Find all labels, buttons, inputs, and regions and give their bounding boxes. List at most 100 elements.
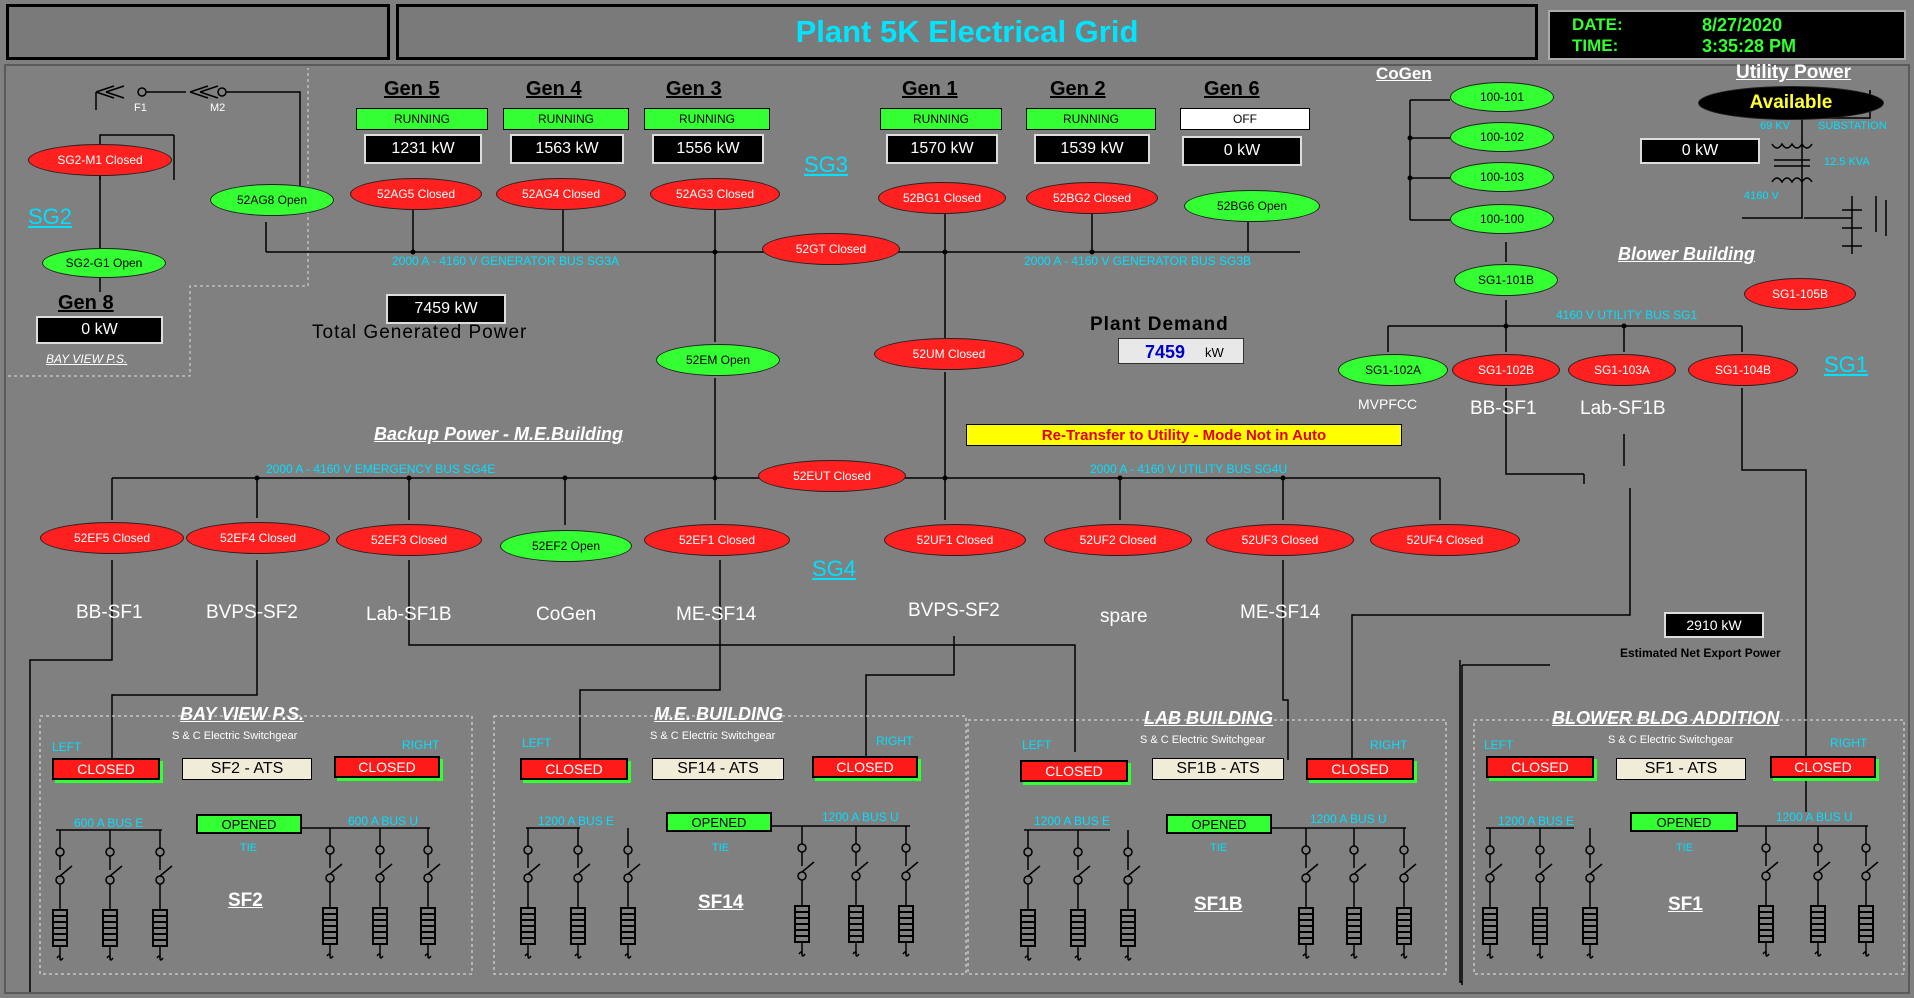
feeder-contact [523, 873, 533, 883]
sf1-title: BLOWER BLDG ADDITION [1552, 708, 1780, 728]
breaker-52bg1[interactable]: 52BG1 Closed [878, 182, 1006, 214]
sf14-bus-u: 1200 A BUS U [822, 810, 899, 824]
sf2-maker: S & C Electric Switchgear [172, 730, 298, 742]
breaker-52ag8[interactable]: 52AG8 Open [210, 184, 334, 216]
breaker-52em[interactable]: 52EM Open [656, 344, 780, 376]
load-icon [1302, 953, 1310, 959]
breaker-52uf2[interactable]: 52UF2 Closed [1044, 524, 1192, 556]
plant-demand-value: 7459 [1145, 342, 1186, 362]
gen6-status: OFF [1180, 108, 1310, 130]
load-icon [376, 953, 384, 959]
load-icon [1486, 953, 1494, 959]
sf1-left-label: LEFT [1484, 738, 1514, 752]
breaker-sg2-m1[interactable]: SG2-M1 Closed [28, 144, 172, 176]
load-icon [1862, 951, 1870, 957]
breaker-52ef2[interactable]: 52EF2 Open [500, 530, 632, 562]
sf1-ats[interactable]: SF1 - ATS [1616, 758, 1746, 780]
feeder-switch [1077, 865, 1091, 877]
feeder-load-bvps-sf2: BVPS-SF2 [206, 602, 298, 623]
bus-sg1-label: 4160 V UTILITY BUS SG1 [1556, 308, 1698, 322]
export-kw-display: 2910 kW [1664, 612, 1764, 638]
plant-demand-label: Plant Demand [1090, 314, 1229, 335]
breaker-52ag4[interactable]: 52AG4 Closed [496, 178, 626, 210]
feeder-contact [1535, 873, 1545, 883]
datetime-panel: DATE: 8/27/2020 TIME: 3:35:28 PM [1548, 10, 1906, 60]
sf14-tie-breaker[interactable]: OPENED [666, 812, 772, 832]
sg2-label[interactable]: SG2 [28, 204, 73, 229]
sf1b-right-breaker[interactable]: CLOSED [1306, 758, 1414, 780]
sf2-right-breaker[interactable]: CLOSED [334, 756, 440, 778]
sf1-tie-breaker[interactable]: OPENED [1630, 812, 1738, 832]
feeder-switch [1489, 863, 1503, 875]
sg4-label[interactable]: SG4 [812, 556, 857, 581]
feeder-disconnect [1073, 847, 1083, 857]
feeder-disconnect [1761, 843, 1771, 853]
feeder-disconnect [623, 845, 633, 855]
sf1b-left-breaker[interactable]: CLOSED [1020, 760, 1128, 782]
breaker-52ef1[interactable]: 52EF1 Closed [644, 524, 790, 556]
breaker-52ef4[interactable]: 52EF4 Closed [186, 522, 330, 554]
cogen-100-100[interactable]: 100-100 [1450, 204, 1554, 234]
breaker-52ef5[interactable]: 52EF5 Closed [40, 522, 184, 554]
sf14-ats[interactable]: SF14 - ATS [652, 758, 784, 780]
breaker-52eut[interactable]: 52EUT Closed [758, 460, 906, 492]
sf2-tie-breaker[interactable]: OPENED [196, 814, 302, 834]
breaker-sg1-101b[interactable]: SG1-101B [1454, 264, 1558, 296]
sf1-left-breaker[interactable]: CLOSED [1486, 756, 1594, 778]
utility-kw-display: 0 kW [1640, 138, 1760, 164]
sf1b-ats[interactable]: SF1B - ATS [1152, 758, 1284, 780]
cogen-100-103[interactable]: 100-103 [1450, 162, 1554, 192]
breaker-52um[interactable]: 52UM Closed [874, 338, 1024, 370]
header-left-panel [6, 4, 390, 60]
breaker-sg1-102b[interactable]: SG1-102B [1452, 354, 1560, 386]
sf1-right-label: RIGHT [1830, 736, 1868, 750]
load-icon [1350, 953, 1358, 959]
sf2-ats[interactable]: SF2 - ATS [182, 758, 312, 780]
feeder-load-lab-sf1b: Lab-SF1B [366, 604, 452, 625]
feeder-contact [1585, 873, 1595, 883]
breaker-52uf3[interactable]: 52UF3 Closed [1206, 524, 1354, 556]
sg1-label[interactable]: SG1 [1824, 352, 1869, 377]
bus-sg3b-label: 2000 A - 4160 V GENERATOR BUS SG3B [1024, 254, 1251, 268]
feeder-switch [1589, 863, 1603, 875]
feeder-switch [1403, 863, 1417, 875]
breaker-52bg6[interactable]: 52BG6 Open [1184, 190, 1320, 222]
feeder-disconnect [1585, 845, 1595, 855]
cogen-title: CoGen [1376, 64, 1432, 83]
sf1b-tie-breaker[interactable]: OPENED [1166, 814, 1272, 834]
gen4-name: Gen 4 [526, 78, 582, 100]
breaker-52uf1[interactable]: 52UF1 Closed [884, 524, 1026, 556]
breaker-sg1-103a[interactable]: SG1-103A [1568, 354, 1676, 386]
breaker-sg1-105b[interactable]: SG1-105B [1744, 278, 1856, 310]
sf1-name: SF1 [1668, 894, 1703, 915]
breaker-sg1-102a[interactable]: SG1-102A [1338, 354, 1448, 386]
feeder-switch [1027, 865, 1041, 877]
breaker-sg1-104b[interactable]: SG1-104B [1688, 354, 1798, 386]
utility-title: Utility Power [1736, 62, 1852, 83]
sf14-title: M.E. BUILDING [654, 704, 783, 724]
load-icon [326, 953, 334, 959]
gen3-status: RUNNING [644, 108, 770, 130]
breaker-52ag3[interactable]: 52AG3 Closed [650, 178, 780, 210]
sf2-left-breaker[interactable]: CLOSED [52, 758, 160, 780]
breaker-52ag5[interactable]: 52AG5 Closed [350, 178, 482, 210]
bus-sg4u-label: 2000 A - 4160 V UTILITY BUS SG4U [1090, 462, 1288, 476]
sg3-label[interactable]: SG3 [804, 152, 849, 177]
breaker-52gt[interactable]: 52GT Closed [762, 233, 900, 265]
sf1-right-breaker[interactable]: CLOSED [1770, 756, 1876, 778]
cogen-100-102[interactable]: 100-102 [1450, 122, 1554, 152]
feeder-switch [1127, 865, 1141, 877]
cogen-100-101[interactable]: 100-101 [1450, 82, 1554, 112]
feeder-contact [851, 871, 861, 881]
breaker-52ef3[interactable]: 52EF3 Closed [336, 524, 482, 556]
breaker-52uf4[interactable]: 52UF4 Closed [1370, 524, 1520, 556]
feeder-switch [801, 861, 815, 873]
breaker-sg2-g1[interactable]: SG2-G1 Open [42, 248, 166, 278]
sf1-tie-label: TIE [1676, 842, 1694, 854]
sf14-right-breaker[interactable]: CLOSED [812, 756, 918, 778]
sf14-left-breaker[interactable]: CLOSED [520, 758, 628, 780]
breaker-52bg2[interactable]: 52BG2 Closed [1026, 182, 1158, 214]
feeder-contact [1399, 873, 1409, 883]
feeder-switch [379, 863, 393, 875]
